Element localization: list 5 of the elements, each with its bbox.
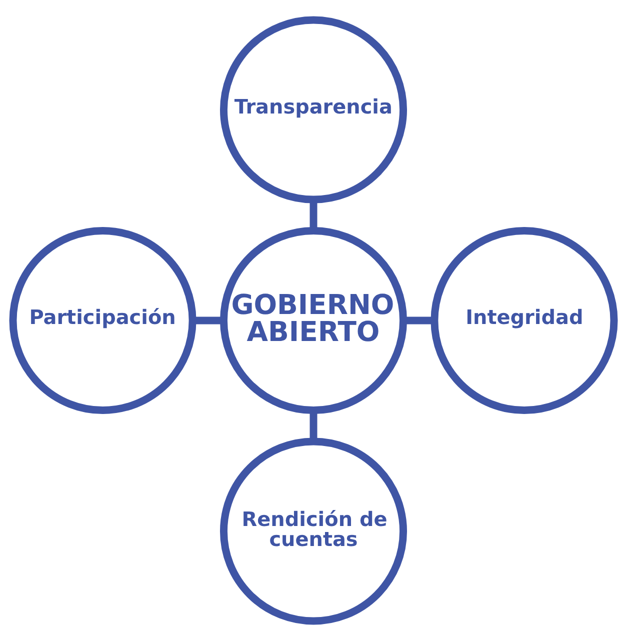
node-circle: Rendición de cuentas bbox=[220, 438, 408, 625]
node-circle: Participación bbox=[9, 226, 196, 414]
node-circle: Transparencia bbox=[220, 16, 408, 204]
node-circle: Integridad bbox=[430, 226, 618, 414]
node-circle: GOBIERNO ABIERTO bbox=[220, 226, 408, 414]
